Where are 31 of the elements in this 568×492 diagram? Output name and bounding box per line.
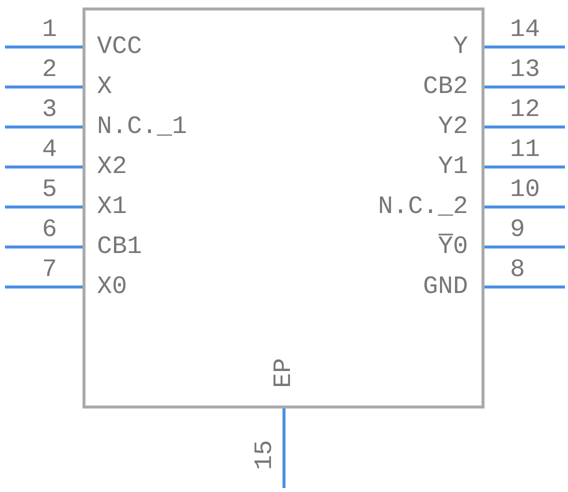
pin-number: 6 — [42, 217, 58, 243]
pin-number: 3 — [42, 97, 58, 123]
pin-number: 9 — [510, 217, 526, 243]
pin-number: 10 — [510, 177, 540, 203]
pin-number: 1 — [42, 17, 58, 43]
pin-number: 5 — [42, 177, 58, 203]
pin-name: VCC — [97, 34, 142, 60]
pin-name: EP — [271, 358, 297, 388]
pin-name: X0 — [97, 274, 128, 300]
pin-name: Y1 — [438, 154, 468, 180]
pin-name: CB1 — [97, 234, 142, 260]
pin-name: Y2 — [438, 114, 468, 140]
pin-number: 13 — [510, 57, 540, 83]
pin-number: 12 — [510, 97, 540, 123]
pin-number: 15 — [252, 440, 278, 470]
pin-name: X1 — [97, 194, 128, 220]
pin-name: X — [97, 74, 112, 100]
pin-name: N.C._2 — [378, 194, 468, 220]
pin-number: 4 — [42, 137, 58, 163]
pin-number: 2 — [42, 57, 58, 83]
chip-body — [82, 8, 484, 408]
pin-name: GND — [423, 274, 468, 300]
pin-number: 7 — [42, 257, 58, 283]
pin-name: Y — [453, 34, 468, 60]
pin-name: N.C._1 — [97, 114, 188, 140]
pin-name: Y̅0 — [438, 234, 468, 260]
pin-name: X2 — [97, 154, 128, 180]
pin-name: CB2 — [423, 74, 468, 100]
pin-number: 11 — [510, 137, 540, 163]
pin-number: 14 — [510, 17, 540, 43]
pin-number: 8 — [510, 257, 526, 283]
